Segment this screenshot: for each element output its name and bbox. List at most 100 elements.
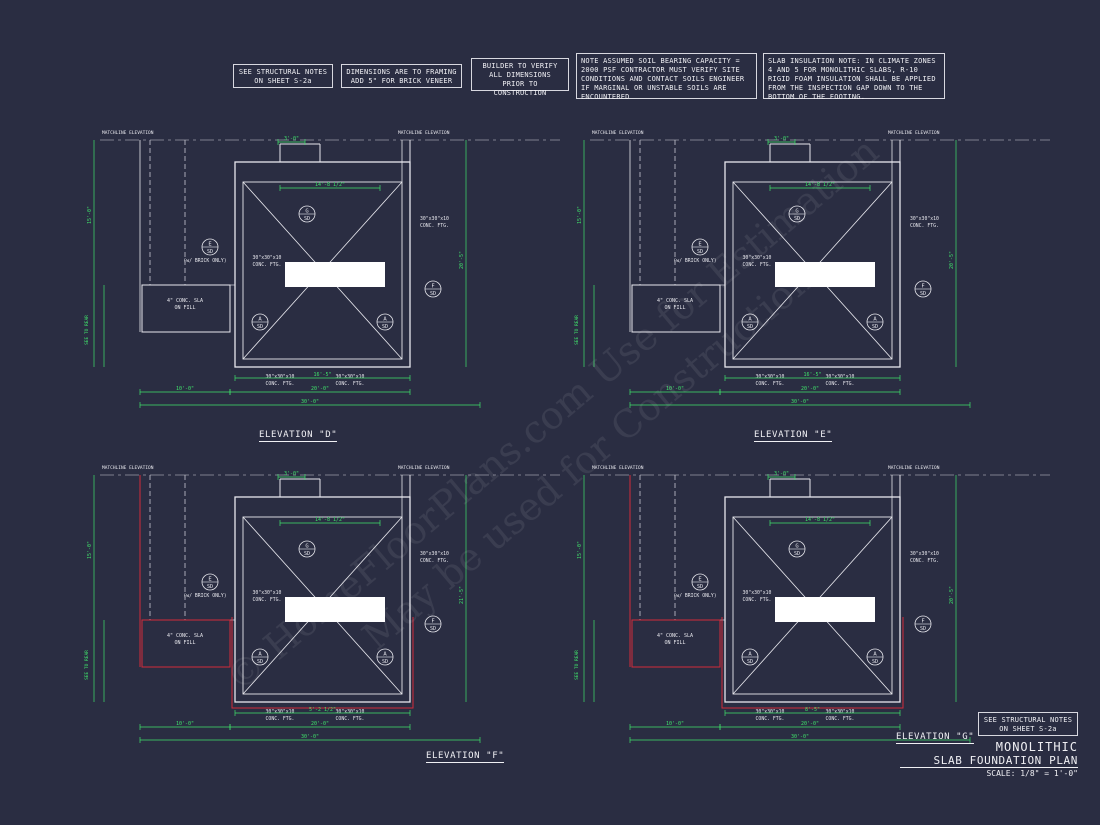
footing-label-mid: 30"x30"x10 bbox=[253, 590, 282, 596]
marker-e-sheet: SD bbox=[207, 249, 213, 255]
footing-label-side-2: CONC. FTG. bbox=[420, 558, 449, 564]
dim-left-height-text: 15'-0" bbox=[87, 541, 93, 559]
marker-a-left-letter: A bbox=[748, 317, 752, 323]
slab-label-2: ON FILL bbox=[664, 640, 685, 646]
foundation-outline bbox=[234, 496, 411, 703]
footing-label-right: 30"x30"x10 bbox=[826, 374, 855, 380]
dim-overall-text: 30'-0" bbox=[791, 734, 809, 740]
dim-top-text: 3'-0" bbox=[774, 471, 789, 477]
footing-label-mid-2: CONC. FTG. bbox=[253, 262, 282, 268]
footing-label-left: 30"x30"x10 bbox=[756, 709, 785, 715]
marker-a-left-sheet: SD bbox=[257, 659, 263, 665]
title-line-2: SLAB FOUNDATION PLAN bbox=[900, 754, 1078, 768]
dim-side-text: 14'-8 1/2" bbox=[315, 182, 345, 188]
footing-label-mid: 30"x30"x10 bbox=[743, 590, 772, 596]
slab-label-2: ON FILL bbox=[664, 305, 685, 311]
dim-left-height-text: 15'-0" bbox=[577, 206, 583, 224]
marker-g-sheet: SD bbox=[794, 551, 800, 557]
marker-e-letter: E bbox=[698, 577, 701, 583]
dim-mid-text: 20'-0" bbox=[801, 386, 819, 392]
matchline-label-left: MATCHLINE ELEVATION bbox=[102, 465, 154, 471]
footing-label-mid-2: CONC. FTG. bbox=[253, 597, 282, 603]
elevation-label-e: ELEVATION "E" bbox=[754, 430, 833, 442]
slab-area bbox=[141, 284, 231, 333]
marker-a-left-letter: A bbox=[258, 317, 262, 323]
matchline-label-left: MATCHLINE ELEVATION bbox=[592, 130, 644, 136]
brick-label: (w/ BRICK ONLY) bbox=[183, 258, 226, 264]
dim-left-text: 10'-0" bbox=[176, 721, 194, 727]
marker-g-letter: G bbox=[305, 209, 308, 215]
slab-label: 4" CONC. SLA bbox=[657, 298, 693, 304]
matchline-label-right: MATCHLINE ELEVATION bbox=[888, 465, 940, 471]
foundation-outline bbox=[724, 496, 901, 703]
dim-inner-text: 16'-5" bbox=[313, 372, 331, 378]
marker-e-sheet: SD bbox=[697, 249, 703, 255]
matchline-label-right: MATCHLINE ELEVATION bbox=[398, 465, 450, 471]
dim-height-text: 20'-5" bbox=[459, 251, 465, 269]
dim-rear-text: SEE TO REAR bbox=[84, 315, 90, 345]
dim-overall-text: 30'-0" bbox=[301, 399, 319, 405]
marker-g-sheet: SD bbox=[304, 551, 310, 557]
marker-a-left-sheet: SD bbox=[747, 324, 753, 330]
marker-a-right-letter: A bbox=[873, 652, 877, 658]
title-block: MONOLITHIC SLAB FOUNDATION PLAN SCALE: 1… bbox=[900, 741, 1078, 780]
dim-overall-text: 30'-0" bbox=[791, 399, 809, 405]
red-outline bbox=[721, 617, 904, 709]
marker-g-letter: G bbox=[795, 209, 798, 215]
footing-label-mid-2: CONC. FTG. bbox=[743, 262, 772, 268]
marker-a-right-letter: A bbox=[873, 317, 877, 323]
label-panel bbox=[775, 262, 875, 287]
slab-label-2: ON FILL bbox=[174, 305, 195, 311]
footing-label-right: 30"x30"x10 bbox=[336, 709, 365, 715]
footing-label-side: 30"x30"x10 bbox=[910, 551, 939, 557]
note-insulation: SLAB INSULATION NOTE: IN CLIMATE ZONES 4… bbox=[763, 53, 945, 101]
marker-a-right-sheet: SD bbox=[872, 659, 878, 665]
footing-label-left-2: CONC. FTG. bbox=[266, 716, 295, 722]
footing-label-side: 30"x30"x10 bbox=[420, 551, 449, 557]
dim-left-text: 10'-0" bbox=[666, 721, 684, 727]
title-line-1: MONOLITHIC bbox=[995, 740, 1078, 754]
marker-g-letter: G bbox=[305, 544, 308, 550]
note-structural: SEE STRUCTURAL NOTES ON SHEET S-2a bbox=[233, 64, 333, 88]
footing-label-side-2: CONC. FTG. bbox=[420, 223, 449, 229]
slab-label: 4" CONC. SLA bbox=[167, 633, 203, 639]
slab-inner-outline bbox=[732, 181, 893, 360]
footing-label-left-2: CONC. FTG. bbox=[756, 381, 785, 387]
marker-a-right-sheet: SD bbox=[872, 324, 878, 330]
matchline-label-right: MATCHLINE ELEVATION bbox=[888, 130, 940, 136]
marker-a-left-sheet: SD bbox=[747, 659, 753, 665]
slab-inner-outline bbox=[732, 516, 893, 695]
footing-label-mid-2: CONC. FTG. bbox=[743, 597, 772, 603]
brick-label: (w/ BRICK ONLY) bbox=[673, 258, 716, 264]
marker-a-left-sheet: SD bbox=[257, 324, 263, 330]
dim-inner-text: 8'-5" bbox=[805, 707, 820, 713]
slab-area bbox=[631, 284, 721, 333]
dim-inner-text: 16'-5" bbox=[803, 372, 821, 378]
footing-label-right: 30"x30"x10 bbox=[336, 374, 365, 380]
marker-a-left-letter: A bbox=[748, 652, 752, 658]
matchline-label-right: MATCHLINE ELEVATION bbox=[398, 130, 450, 136]
slab-inner-outline bbox=[242, 516, 403, 695]
marker-a-left-letter: A bbox=[258, 652, 262, 658]
elevation-label-g: ELEVATION "G" bbox=[896, 732, 975, 744]
foundation-outline bbox=[724, 161, 901, 368]
slab-area bbox=[141, 619, 231, 668]
dim-height-text: 21'-5" bbox=[459, 586, 465, 604]
footing-label-left: 30"x30"x10 bbox=[756, 374, 785, 380]
plan-elevation-1: MATCHLINE ELEVATION MATCHLINE ELEVATION 4"… bbox=[574, 130, 1050, 408]
footing-label-right-2: CONC. FTG. bbox=[826, 381, 855, 387]
dim-overall-text: 30'-0" bbox=[301, 734, 319, 740]
dim-mid-text: 20'-0" bbox=[801, 721, 819, 727]
footing-label-right-2: CONC. FTG. bbox=[336, 381, 365, 387]
plan-elevation-2: MATCHLINE ELEVATION MATCHLINE ELEVATION 4"… bbox=[84, 465, 560, 743]
dim-mid-text: 20'-0" bbox=[311, 386, 329, 392]
marker-a-right-letter: A bbox=[383, 652, 387, 658]
marker-e-letter: E bbox=[698, 242, 701, 248]
marker-e-sheet: SD bbox=[697, 584, 703, 590]
marker-f-sheet: SD bbox=[920, 626, 926, 632]
note-builder: BUILDER TO VERIFY ALL DIMENSIONS PRIOR T… bbox=[471, 58, 569, 97]
marker-a-right-sheet: SD bbox=[382, 324, 388, 330]
marker-g-letter: G bbox=[795, 544, 798, 550]
footing-label-left-2: CONC. FTG. bbox=[756, 716, 785, 722]
